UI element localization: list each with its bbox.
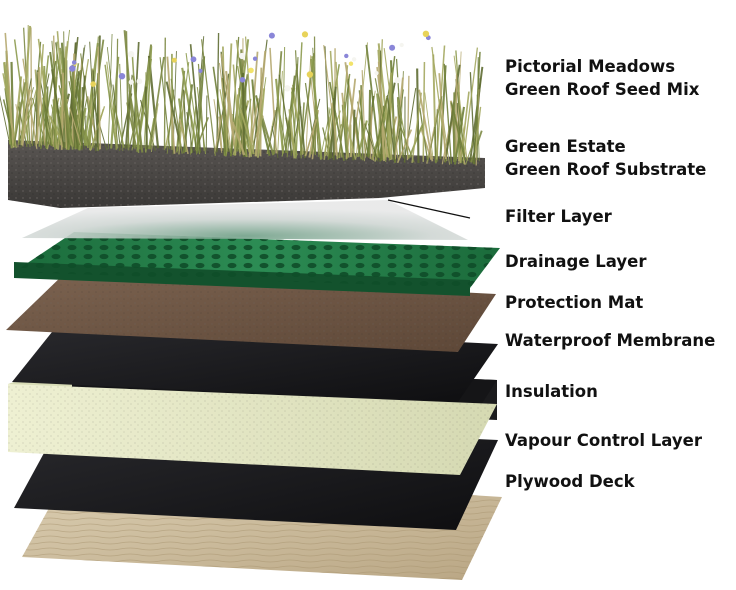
label-filter-layer: Filter Layer (505, 207, 612, 226)
label-plywood-deck: Plywood Deck (505, 472, 635, 491)
label-vapour-control-layer: Vapour Control Layer (505, 431, 702, 450)
filter-layer (22, 199, 471, 240)
label-protection-mat: Protection Mat (505, 293, 644, 312)
label-substrate: Green Estate Green Roof Substrate (505, 137, 707, 179)
label-drainage-layer: Drainage Layer (505, 252, 647, 271)
seed-mix-plants (0, 24, 484, 166)
label-seed-mix: Pictorial Meadows Green Roof Seed Mix (505, 57, 700, 99)
drainage-layer (14, 232, 500, 296)
label-insulation: Insulation (505, 382, 598, 401)
label-waterproof-membrane: Waterproof Membrane (505, 331, 716, 350)
